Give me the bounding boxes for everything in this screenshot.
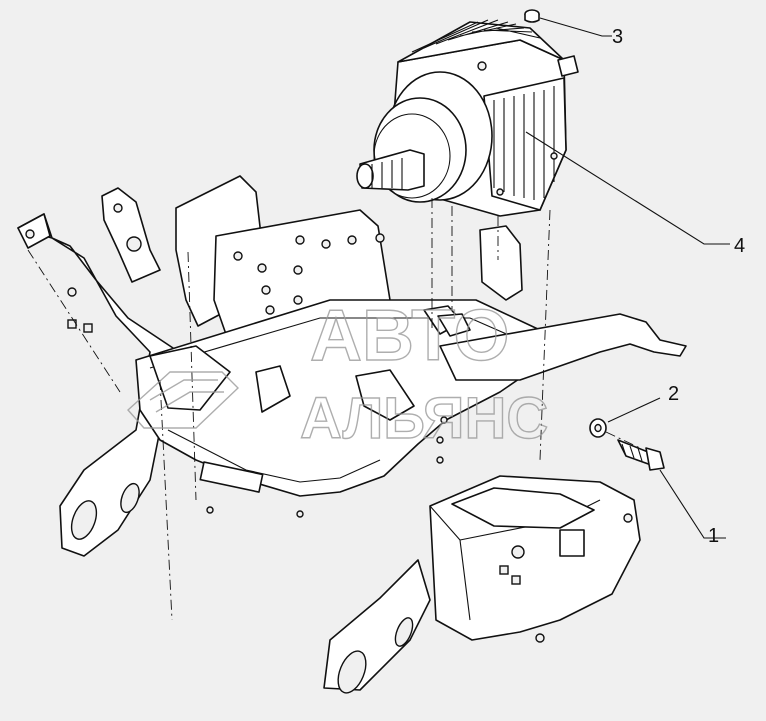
callout-1: 1 xyxy=(708,525,719,547)
gearbox-assembly xyxy=(356,9,579,217)
watermark-line1: АВТО xyxy=(310,296,509,376)
mounting-frame xyxy=(17,175,687,694)
callout-3: 3 xyxy=(612,26,623,48)
callout-2: 2 xyxy=(668,383,679,405)
callout-leaders xyxy=(525,17,730,539)
watermark-line2: АЛЬЯНС xyxy=(300,386,548,451)
assembly-lines xyxy=(27,198,641,621)
watermark-logo: АВТО АЛЬЯНС xyxy=(127,295,549,452)
callout-4: 4 xyxy=(734,235,745,257)
bolt-head xyxy=(645,447,665,471)
bolt-and-washer xyxy=(589,418,665,471)
